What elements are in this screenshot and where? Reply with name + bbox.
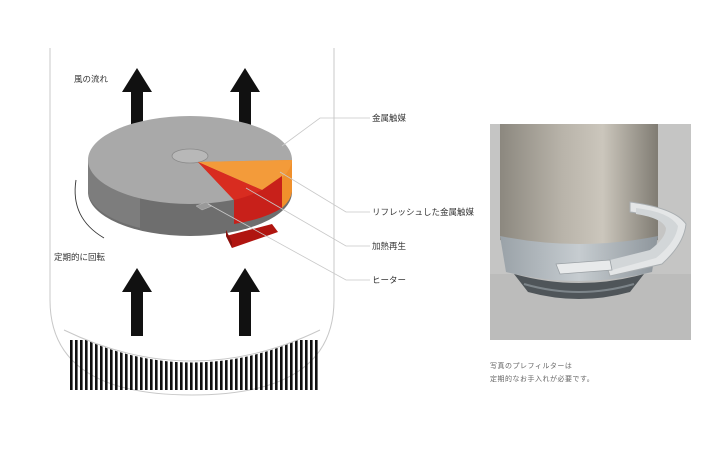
vent-slat bbox=[250, 340, 253, 390]
vent-slat bbox=[90, 340, 93, 390]
vent-slat bbox=[315, 340, 318, 390]
vent-slat bbox=[115, 340, 118, 390]
vent-slat bbox=[125, 340, 128, 390]
leader-refreshed-catalyst bbox=[279, 171, 370, 213]
label-metal-catalyst: 金属触媒 bbox=[372, 113, 407, 124]
rotation-arc bbox=[74, 179, 105, 239]
vent-slat bbox=[190, 340, 193, 390]
vent-slat bbox=[265, 340, 268, 390]
vent-slat bbox=[235, 340, 238, 390]
vent-slat bbox=[80, 340, 83, 390]
disk-side-shade bbox=[88, 160, 140, 228]
vent-slat bbox=[200, 340, 203, 390]
vent-slat bbox=[155, 340, 158, 390]
catalyst-disk bbox=[88, 116, 292, 248]
label-airflow: 風の流れ bbox=[74, 74, 109, 85]
vent-slat bbox=[260, 340, 263, 390]
vent-slat bbox=[300, 340, 303, 390]
leader-heater bbox=[207, 203, 370, 281]
vent-grille bbox=[70, 340, 318, 390]
caption-line-2: 定期的なお手入れが必要です。 bbox=[490, 375, 595, 383]
vent-slat bbox=[105, 340, 108, 390]
vent-slat bbox=[280, 340, 283, 390]
vent-slat bbox=[100, 340, 103, 390]
vent-slat bbox=[110, 340, 113, 390]
vent-slat bbox=[270, 340, 273, 390]
vent-slat bbox=[205, 340, 208, 390]
vent-slat bbox=[170, 340, 173, 390]
vent-slat bbox=[175, 340, 178, 390]
vent-slat bbox=[305, 340, 308, 390]
leader-metal-catalyst bbox=[281, 117, 370, 147]
leader-heat-regeneration bbox=[245, 187, 370, 247]
vent-slat bbox=[295, 340, 298, 390]
vent-slat bbox=[75, 340, 78, 390]
airflow-arrow-bottom-right bbox=[230, 268, 260, 336]
vent-slat bbox=[240, 340, 243, 390]
vent-slat bbox=[150, 340, 153, 390]
heater-block bbox=[226, 224, 278, 248]
vent-slat bbox=[220, 340, 223, 390]
vent-slat bbox=[310, 340, 313, 390]
vent-slat bbox=[230, 340, 233, 390]
vent-slat bbox=[215, 340, 218, 390]
photo-caption: 写真のプレフィルターは 定期的なお手入れが必要です。 bbox=[490, 360, 594, 386]
airflow-arrows bbox=[122, 68, 260, 336]
vent-slat bbox=[285, 340, 288, 390]
label-heat-regeneration: 加熱再生 bbox=[372, 241, 407, 252]
prefilter-photo-illustration bbox=[490, 124, 691, 340]
vent-slat bbox=[160, 340, 163, 390]
vent-slat bbox=[135, 340, 138, 390]
vent-slat bbox=[185, 340, 188, 390]
prefilter-photo bbox=[490, 124, 691, 340]
vent-slat bbox=[210, 340, 213, 390]
vent-slat bbox=[165, 340, 168, 390]
label-refreshed-catalyst: リフレッシュした金属触媒 bbox=[372, 207, 475, 218]
vent-slat bbox=[130, 340, 133, 390]
vent-slat bbox=[255, 340, 258, 390]
vent-slat bbox=[95, 340, 98, 390]
vent-slat bbox=[290, 340, 293, 390]
label-rotation: 定期的に回転 bbox=[54, 252, 106, 263]
vent-slat bbox=[145, 340, 148, 390]
vent-slat bbox=[120, 340, 123, 390]
vent-slat bbox=[85, 340, 88, 390]
purifier-base-line bbox=[63, 329, 321, 362]
vent-slat bbox=[180, 340, 183, 390]
caption-line-1: 写真のプレフィルターは bbox=[490, 362, 573, 370]
vent-slat bbox=[70, 340, 73, 390]
vent-slat bbox=[225, 340, 228, 390]
vent-slat bbox=[245, 340, 248, 390]
heater-side bbox=[226, 230, 232, 248]
vent-slat bbox=[195, 340, 198, 390]
purifier-outline bbox=[49, 48, 335, 396]
airflow-arrow-bottom-left bbox=[122, 268, 152, 336]
disk-hub bbox=[171, 148, 209, 164]
refreshed-catalyst-top bbox=[198, 160, 292, 190]
label-heater: ヒーター bbox=[372, 276, 406, 286]
vent-slat bbox=[140, 340, 143, 390]
airflow-arrow-top-left bbox=[122, 68, 152, 138]
vent-slat bbox=[275, 340, 278, 390]
regeneration-top bbox=[198, 162, 262, 200]
airflow-arrow-top-right bbox=[230, 68, 260, 138]
